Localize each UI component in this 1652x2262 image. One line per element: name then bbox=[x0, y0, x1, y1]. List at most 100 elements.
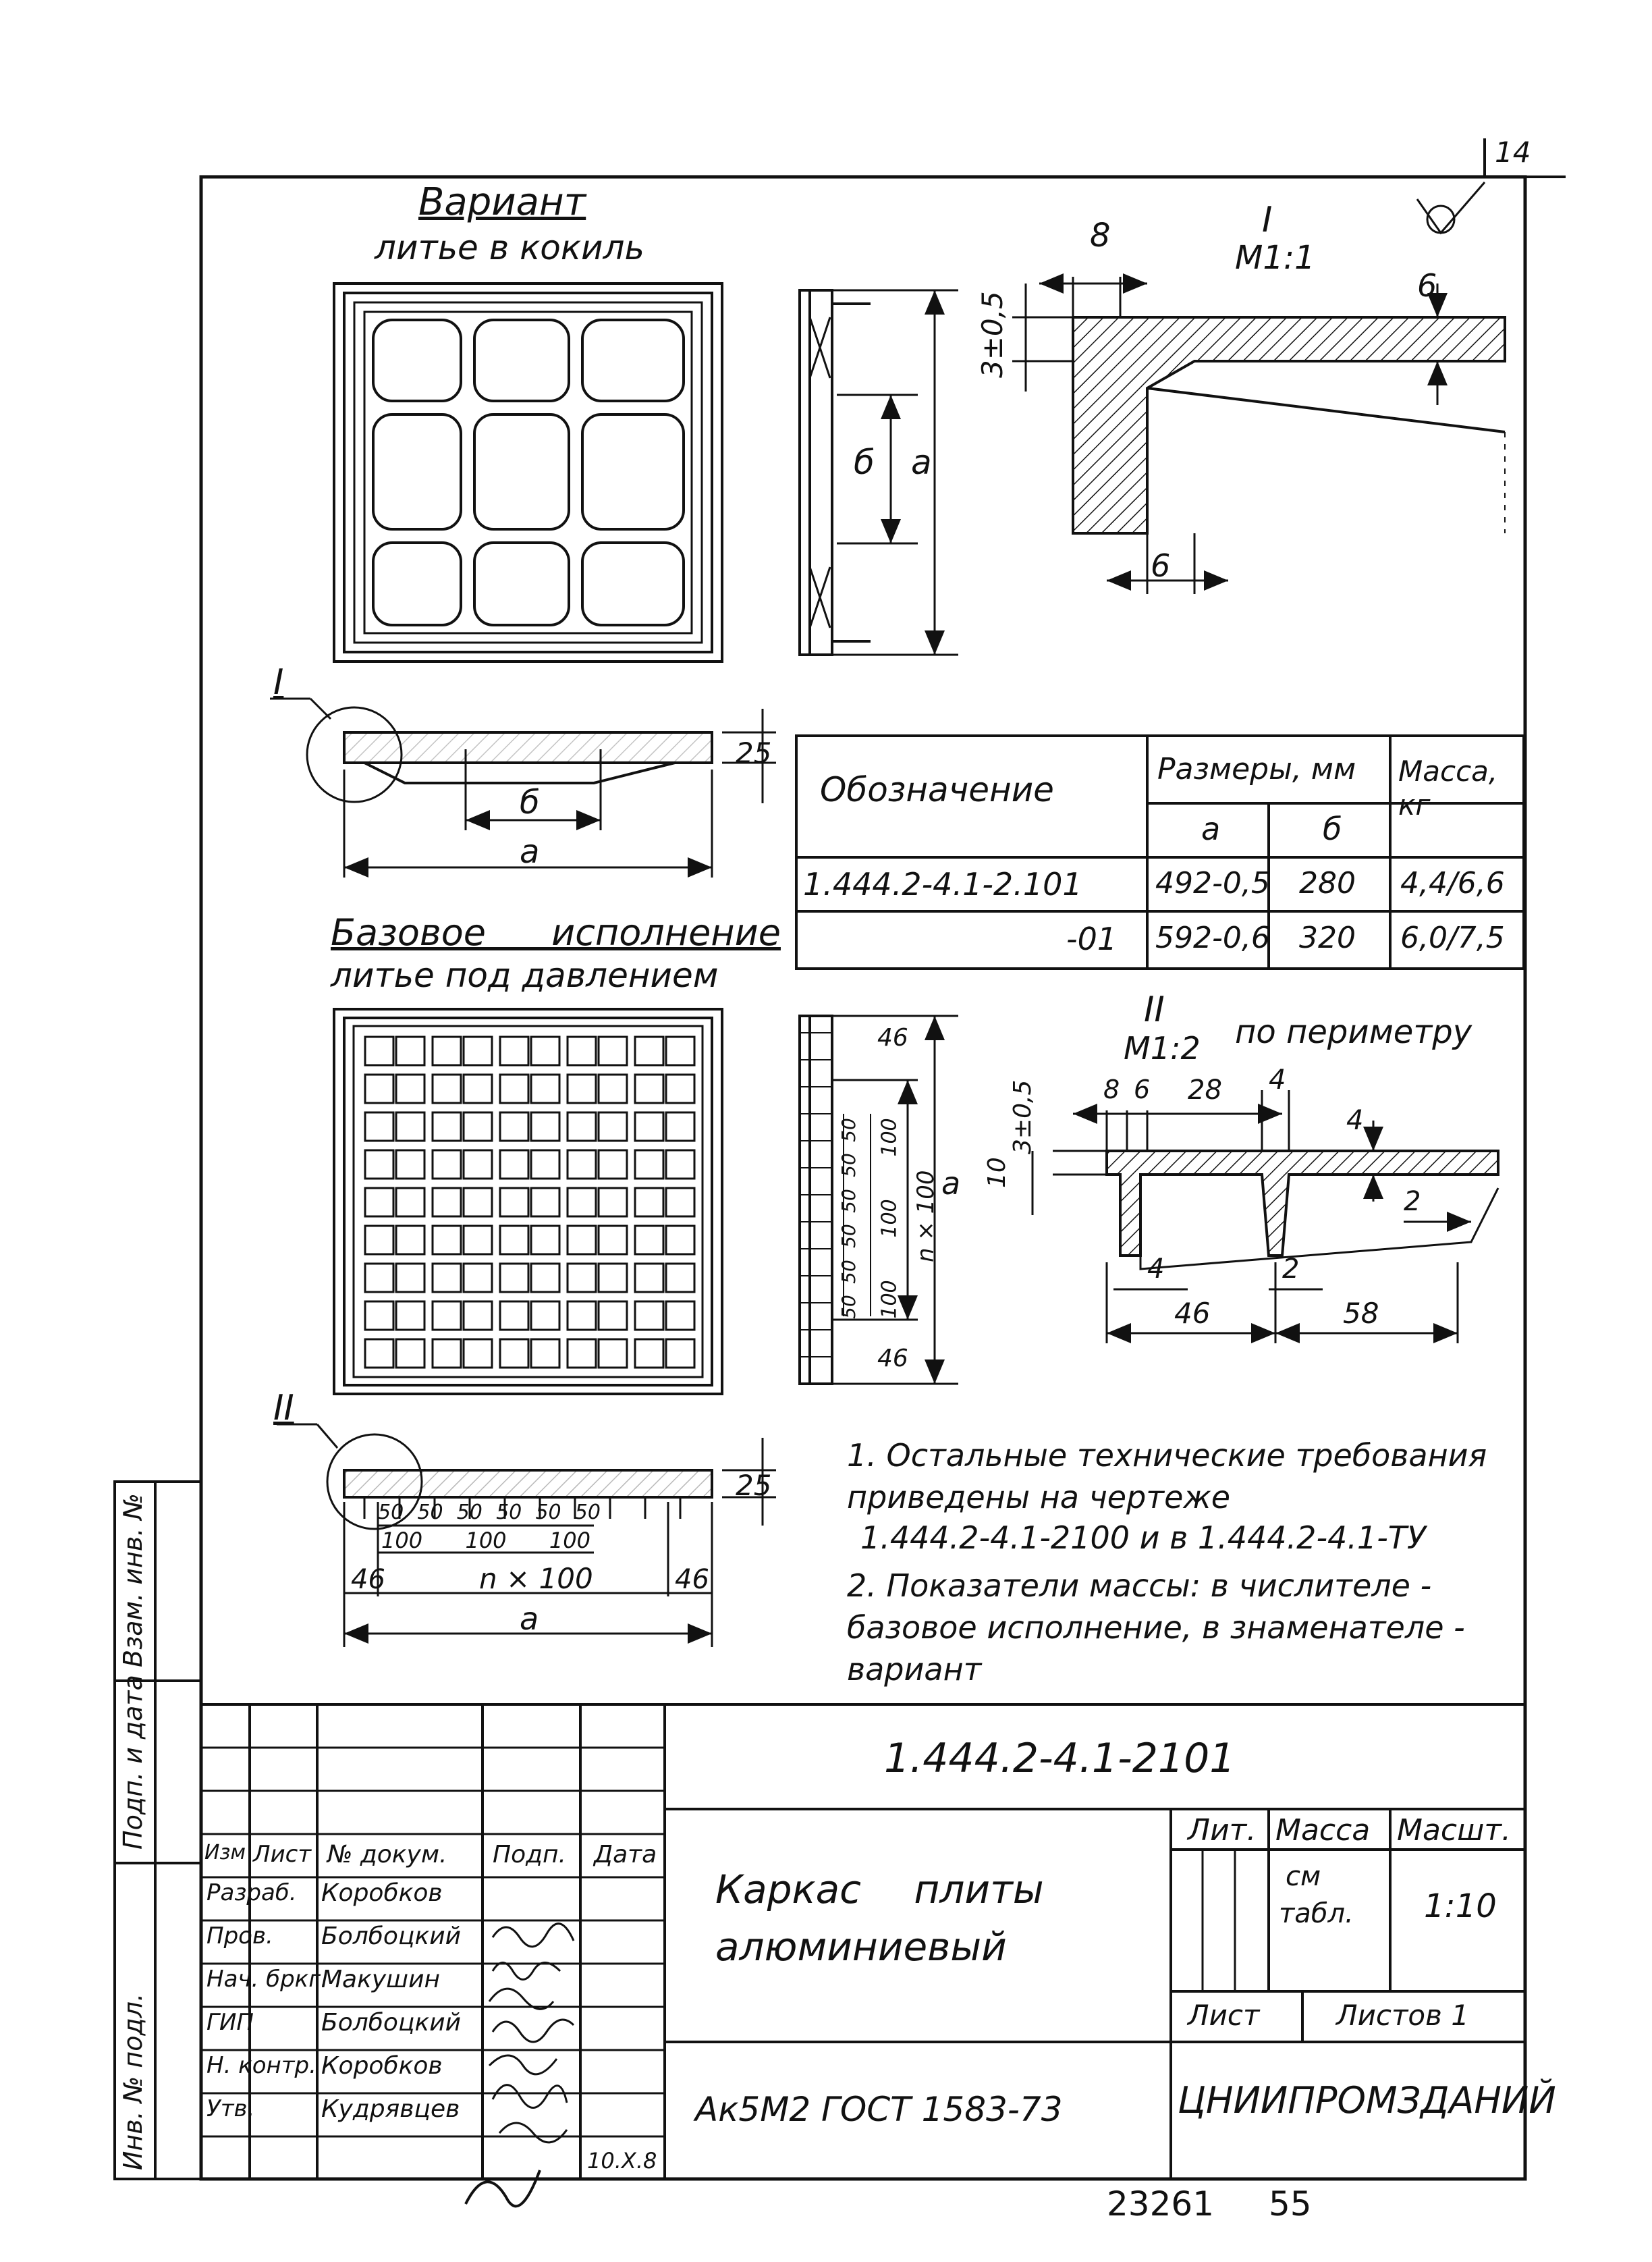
base-dim-bottom: 46 bbox=[877, 1345, 908, 1372]
note-1: 1. Остальные технические требования прив… bbox=[847, 1437, 1487, 1516]
side-50-label: 50 bbox=[837, 1259, 860, 1284]
grid-cell bbox=[364, 1262, 395, 1293]
grid-cell bbox=[395, 1300, 426, 1331]
detail-II-d-4b: 4 bbox=[1346, 1105, 1364, 1136]
tb-scale-value: 1:10 bbox=[1424, 1887, 1497, 1925]
grid-cell bbox=[665, 1262, 696, 1293]
part-name-line2: алюминиевый bbox=[715, 1924, 1007, 1970]
base-plan-46-left: 46 bbox=[351, 1564, 385, 1595]
base-side-view bbox=[798, 1015, 958, 1385]
note-1-ref: 1.444.2-4.1-2100 и в 1.444.2-4.1-ТУ bbox=[860, 1519, 1426, 1556]
grid-cell bbox=[566, 1035, 597, 1067]
variant-title: Вариант bbox=[418, 180, 586, 224]
spec-h-a: a bbox=[1201, 811, 1221, 847]
spec-row2-mass: 6,0/7,5 bbox=[1400, 921, 1505, 955]
sheet-corner-number: 14 bbox=[1495, 136, 1531, 169]
role-person: Кудрявцев bbox=[321, 2095, 460, 2123]
spec-h-designation: Обозначение bbox=[820, 770, 1054, 809]
role-person: Болбоцкий bbox=[321, 2009, 461, 2037]
grid-cell bbox=[634, 1300, 665, 1331]
grid-cell bbox=[634, 1073, 665, 1104]
role-row: ГИП Болбоцкий bbox=[201, 2003, 485, 2046]
grid-cell bbox=[597, 1338, 628, 1369]
role-person: Коробков bbox=[321, 1879, 443, 1907]
tb-sheets: Листов 1 bbox=[1336, 1999, 1469, 2032]
detail-I-scale: М1:1 bbox=[1235, 239, 1315, 277]
spec-h-b: б bbox=[1323, 811, 1342, 847]
side-50-label: 50 bbox=[837, 1118, 860, 1142]
grid-cell bbox=[530, 1300, 561, 1331]
signatures bbox=[464, 1922, 575, 2208]
detail-II-d-46: 46 bbox=[1174, 1297, 1211, 1330]
grid-cell bbox=[499, 1187, 530, 1218]
organization: ЦНИИПРОМЗДАНИЙ bbox=[1178, 2079, 1556, 2122]
tb-h-sign: Подп. bbox=[493, 1841, 566, 1868]
grid-cell bbox=[395, 1187, 426, 1218]
detail-II-d-6: 6 bbox=[1134, 1075, 1151, 1104]
grid-cell bbox=[431, 1338, 462, 1369]
variant-side-view bbox=[798, 289, 958, 656]
detail-II-d-58: 58 bbox=[1343, 1297, 1379, 1330]
doc-number: 1.444.2-4.1-2101 bbox=[884, 1735, 1236, 1782]
grid-cell bbox=[530, 1262, 561, 1293]
grid-cell bbox=[431, 1111, 462, 1142]
base-dim-top: 46 bbox=[877, 1024, 908, 1052]
grid-cell bbox=[364, 1111, 395, 1142]
grid-cell bbox=[530, 1149, 561, 1180]
grid-cell bbox=[462, 1149, 493, 1180]
role-row: Пров.Болбоцкий bbox=[201, 1916, 485, 1960]
grid-cell bbox=[597, 1149, 628, 1180]
spec-h-mass: Масса, кг bbox=[1398, 755, 1498, 822]
role-person: Болбоцкий bbox=[321, 1922, 461, 1950]
grid-cell bbox=[566, 1073, 597, 1104]
grid-cell bbox=[499, 1073, 530, 1104]
side-100-label: 100 bbox=[877, 1280, 902, 1319]
tb-scale-header: Масшт. bbox=[1397, 1813, 1511, 1848]
detail-II-mark: II bbox=[1144, 990, 1165, 1030]
grid-cell bbox=[634, 1187, 665, 1218]
tb-mass-value-2: табл. bbox=[1279, 1898, 1354, 1929]
plan-50-label: 50 bbox=[417, 1501, 443, 1524]
grid-cell bbox=[431, 1073, 462, 1104]
spec-row2-designation: -01 bbox=[1066, 921, 1118, 957]
grid-cell bbox=[530, 1035, 561, 1067]
grid-cell bbox=[395, 1149, 426, 1180]
grid-cell bbox=[665, 1111, 696, 1142]
tb-mass-header: Масса bbox=[1275, 1813, 1371, 1848]
side-50-label: 50 bbox=[837, 1224, 860, 1248]
grid-cell bbox=[499, 1149, 530, 1180]
grid-cell bbox=[665, 1073, 696, 1104]
base-dim-a: a bbox=[941, 1165, 961, 1202]
grid-cell bbox=[665, 1149, 696, 1180]
spec-row1-designation: 1.444.2-4.1-2.101 bbox=[803, 866, 1082, 903]
grid-cell bbox=[634, 1262, 665, 1293]
plan-50-label: 50 bbox=[496, 1501, 522, 1524]
variant-section-dim-a: a bbox=[520, 833, 540, 871]
tb-date: 10.X.8 bbox=[587, 2148, 657, 2174]
grid-cell bbox=[530, 1073, 561, 1104]
grid-cell bbox=[566, 1262, 597, 1293]
base-section-view bbox=[277, 1423, 776, 1647]
grid-cell bbox=[462, 1262, 493, 1293]
grid-cell bbox=[431, 1187, 462, 1218]
grid-cell bbox=[395, 1073, 426, 1104]
grid-cell bbox=[499, 1300, 530, 1331]
detail-I-dim-bottom: 6 bbox=[1151, 547, 1171, 584]
plan-100-label: 100 bbox=[549, 1528, 590, 1553]
grid-cell bbox=[597, 1262, 628, 1293]
grid-cell bbox=[431, 1149, 462, 1180]
grid-cell bbox=[431, 1035, 462, 1067]
title-block-grid bbox=[201, 1703, 1525, 2179]
grid-cell bbox=[530, 1111, 561, 1142]
plan-50-label: 50 bbox=[378, 1501, 404, 1524]
side-50-label: 50 bbox=[837, 1188, 860, 1213]
base-plan-46-right: 46 bbox=[675, 1564, 709, 1595]
role-title: ГИП bbox=[206, 2009, 254, 2036]
grid-cell bbox=[462, 1073, 493, 1104]
grid-cell bbox=[634, 1224, 665, 1256]
grid-cell bbox=[364, 1149, 395, 1180]
note-2: 2. Показатели массы: в числителе - базов… bbox=[847, 1567, 1465, 1688]
